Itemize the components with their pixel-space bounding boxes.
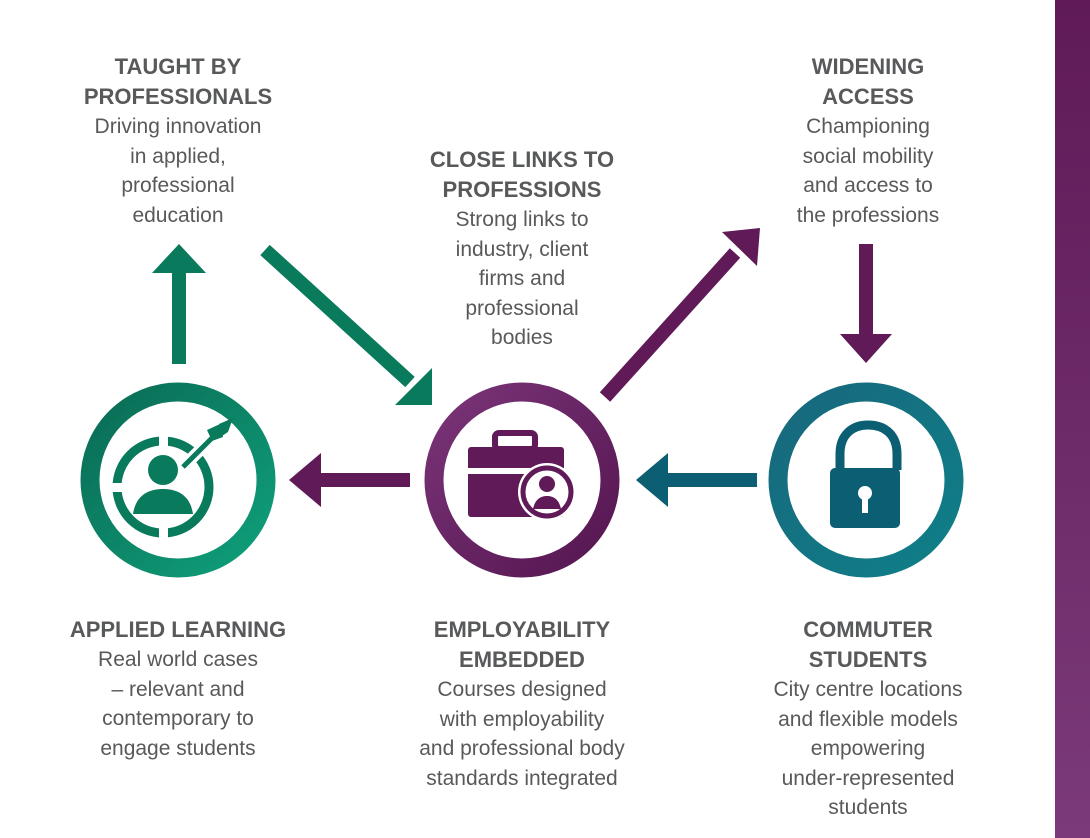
- arrow-diagonal-green: [260, 244, 432, 405]
- taught-heading: TAUGHT BY PROFESSIONALS: [83, 54, 273, 109]
- arrow-diagonal-purple: [599, 228, 760, 402]
- briefcase-person-icon: [468, 430, 576, 521]
- arrow-down-purple: [840, 244, 892, 363]
- widening-heading: WIDENING ACCESS: [811, 54, 925, 109]
- employability-heading: EMPLOYABILITY EMBEDDED: [433, 617, 611, 672]
- employability-circle: [424, 382, 620, 578]
- side-accent-bar: [1055, 0, 1090, 838]
- taught-body: Driving innovation in applied, professio…: [94, 115, 262, 227]
- commuter-circle: [768, 382, 964, 578]
- commuter-body: City centre locations and flexible model…: [773, 678, 963, 819]
- applied-learning-block: APPLIED LEARNING Real world cases – rele…: [38, 615, 318, 763]
- widening-access-block: WIDENING ACCESS Championing social mobil…: [748, 52, 988, 230]
- applied-body: Real world cases – relevant and contempo…: [98, 648, 258, 760]
- person-target-icon: [108, 418, 233, 542]
- commuter-heading: COMMUTER STUDENTS: [803, 617, 933, 672]
- employability-block: EMPLOYABILITY EMBEDDED Courses designed …: [372, 615, 672, 793]
- close-links-heading: CLOSE LINKS TO PROFESSIONS: [429, 147, 615, 202]
- arrow-left-teal: [636, 453, 757, 507]
- employability-body: Courses designed with employability and …: [419, 678, 625, 790]
- close-links-block: CLOSE LINKS TO PROFESSIONS Strong links …: [392, 145, 652, 353]
- applied-heading: APPLIED LEARNING: [69, 617, 287, 642]
- commuter-students-block: COMMUTER STUDENTS City centre locations …: [738, 615, 998, 823]
- open-padlock-icon: [830, 420, 902, 528]
- arrow-up-green: [152, 244, 206, 364]
- widening-body: Championing social mobility and access t…: [796, 115, 940, 227]
- close-links-body: Strong links to industry, client firms a…: [455, 208, 589, 349]
- arrow-left-purple: [289, 453, 410, 507]
- diagram-canvas: [80, 228, 964, 578]
- taught-by-professionals-block: TAUGHT BY PROFESSIONALS Driving innovati…: [40, 52, 316, 230]
- applied-learning-circle: [80, 382, 276, 578]
